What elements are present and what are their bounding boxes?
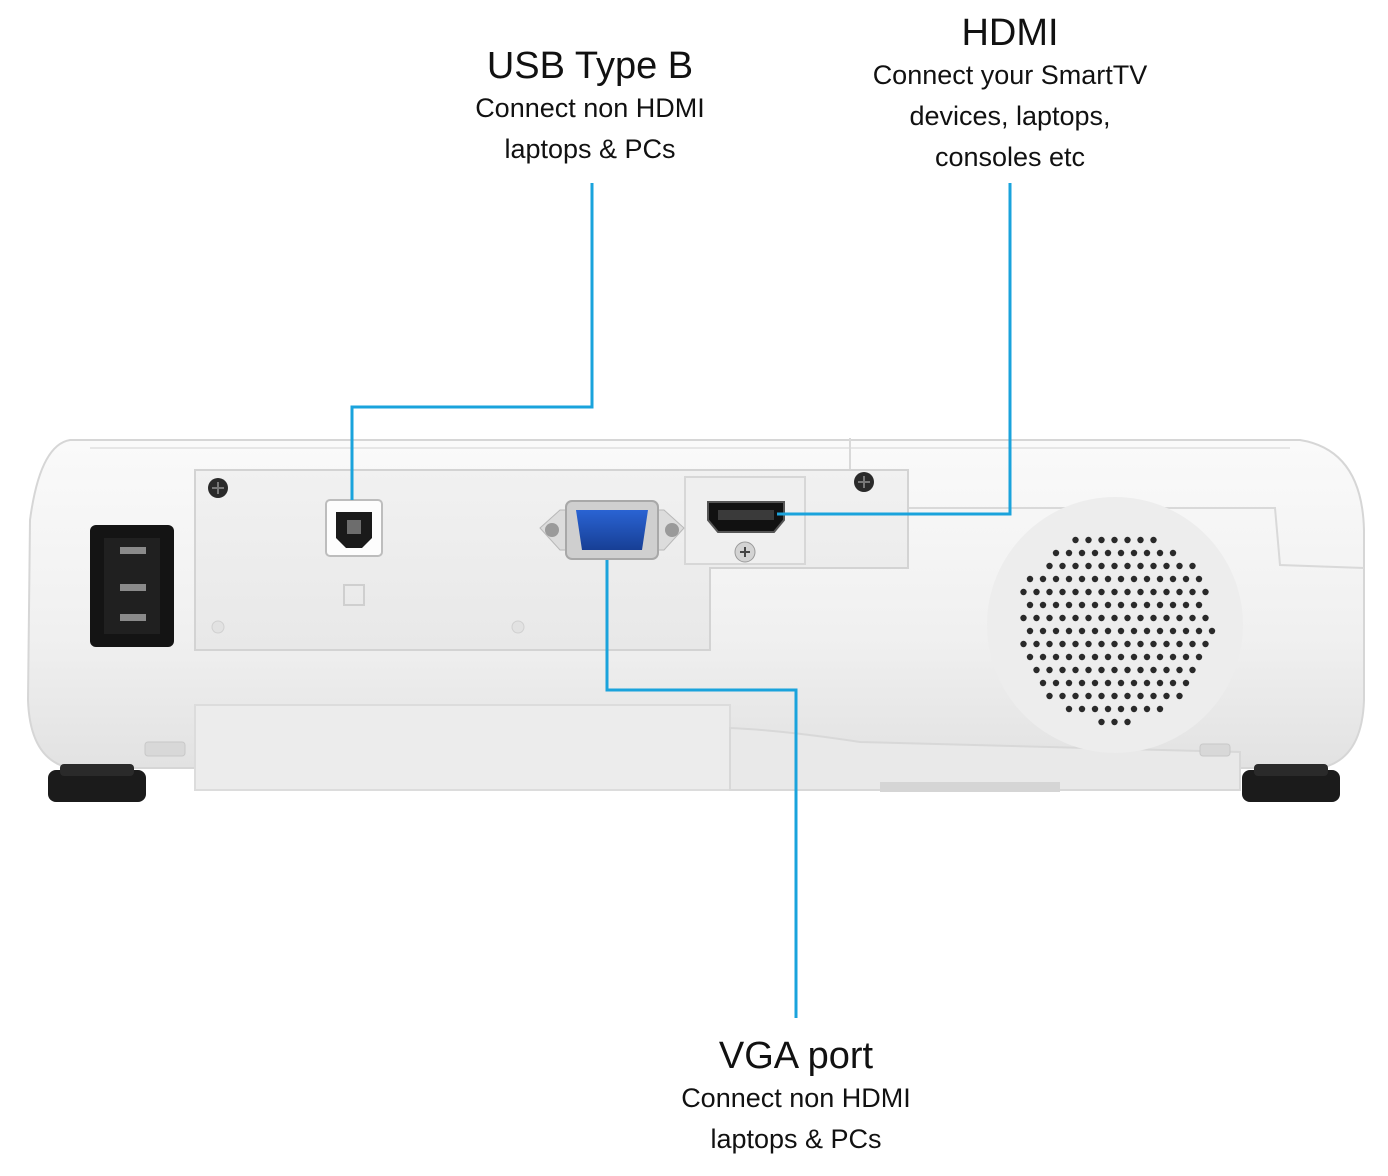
hdmi-port — [707, 501, 785, 563]
power-inlet — [90, 525, 174, 647]
speaker-grille — [987, 497, 1243, 753]
usb-description: Connect non HDMI laptops & PCs — [475, 93, 705, 164]
usb-type-b-callout: USB Type B Connect non HDMI laptops & PC… — [430, 44, 750, 170]
hdmi-title: HDMI — [961, 12, 1059, 54]
left-foot — [48, 741, 186, 802]
hdmi-description: Connect your SmartTV devices, laptops, c… — [872, 60, 1148, 172]
vga-port — [539, 500, 685, 560]
leader-lines — [350, 183, 1012, 1018]
hdmi-callout: HDMI Connect your SmartTV devices, lapto… — [840, 11, 1180, 178]
vga-leader-line — [605, 560, 798, 1018]
usb-leader-line — [350, 183, 594, 500]
usb-title: USB Type B — [486, 45, 694, 87]
vga-description: Connect non HDMI laptops & PCs — [681, 1083, 911, 1154]
hdmi-leader-line — [777, 183, 1012, 516]
vga-title: VGA port — [718, 1035, 874, 1077]
usb-type-b-port — [325, 499, 383, 606]
right-foot — [1199, 743, 1340, 802]
vga-callout: VGA port Connect non HDMI laptops & PCs — [636, 1034, 956, 1160]
